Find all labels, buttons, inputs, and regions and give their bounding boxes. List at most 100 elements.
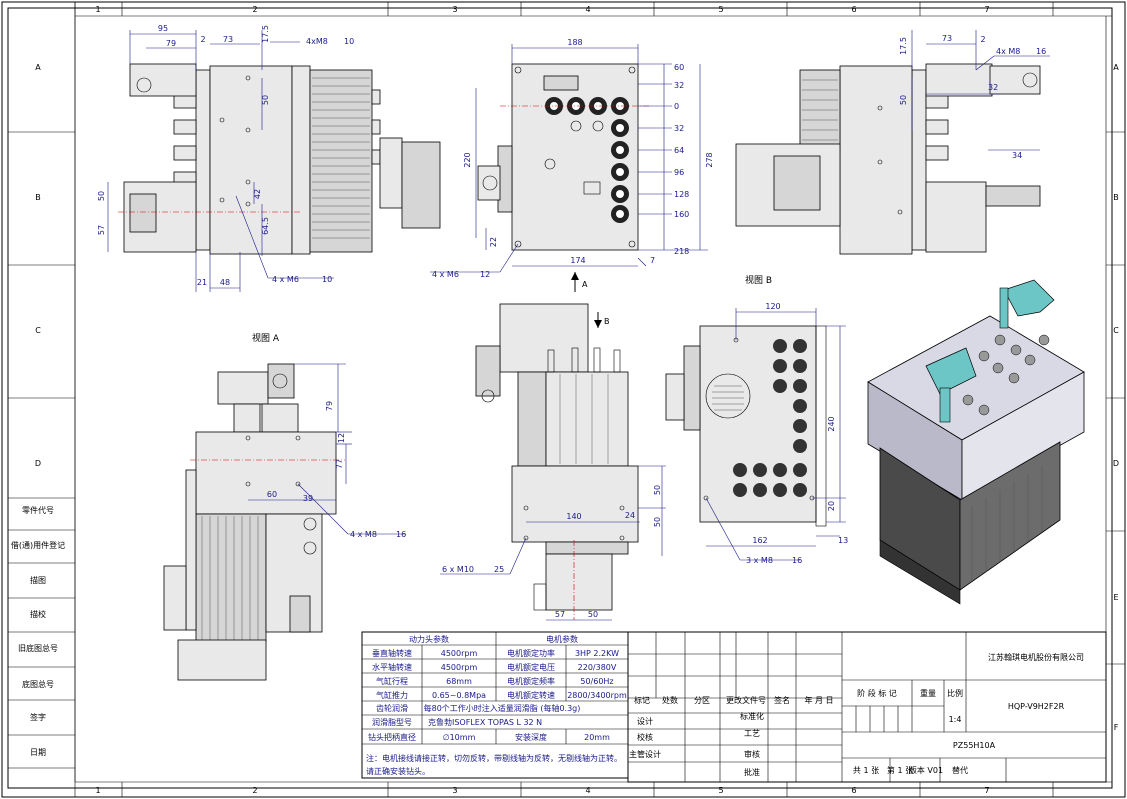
- dim-96: 96: [674, 168, 684, 177]
- tb-hdr-mark: 标记: [634, 695, 650, 705]
- param-grease-key: 润滑脂型号: [372, 717, 412, 727]
- dim-a-12: 12: [337, 433, 346, 443]
- param-row-2-motor-value: 50/60Hz: [580, 677, 613, 686]
- dim-f-50-a: 50: [653, 485, 662, 495]
- strip-trace-check: 描校: [30, 609, 46, 619]
- dim-b-162: 162: [752, 536, 767, 545]
- param-gear-value: 每80个工作小时注入适量润滑脂 (每轴0.3g): [424, 703, 581, 713]
- side-view-right-dims: 17.5 73 2 4x M8 16 32 50 34: [899, 30, 1050, 160]
- arrow-b-letter: B: [604, 317, 610, 326]
- tb-sheet-total: 共 1 张: [853, 766, 879, 775]
- view-a-drawing: [163, 363, 345, 681]
- param-row-2-head-key: 气缸行程: [376, 676, 408, 686]
- dim-73: 73: [223, 35, 233, 44]
- tb-stage-label: 阶 段 标 记: [857, 688, 897, 698]
- dim-r-4xm8: 4x M8: [996, 47, 1020, 56]
- row-label-right-2: C: [1113, 326, 1119, 335]
- dim-f-57: 57: [555, 610, 565, 619]
- front-view-middle-dims: 50 24 50 140 6 x M10 25 57 50: [440, 465, 666, 621]
- param-row-1-head-value: 4500rpm: [441, 663, 478, 672]
- param-row-0-head-value: 4500rpm: [441, 649, 478, 658]
- dim-160: 160: [674, 210, 689, 219]
- dim-r-17-5: 17.5: [899, 37, 908, 55]
- param-row-2-motor-key: 电机额定频率: [507, 676, 555, 686]
- dim-f-6xm10-depth: 25: [494, 565, 504, 574]
- dim-f-50-b: 50: [653, 517, 662, 527]
- dim-32-b: 32: [674, 124, 684, 133]
- tb-role-standard: 标准化: [740, 711, 764, 721]
- param-motor-title: 电机参数: [546, 634, 578, 644]
- param-drill-value: ∅10mm: [443, 733, 476, 742]
- dim-21: 21: [197, 278, 207, 287]
- param-row-0-motor-value: 3HP 2.2KW: [575, 649, 619, 658]
- side-view-right: [735, 63, 1041, 255]
- dim-95: 95: [158, 24, 168, 33]
- dim-64: 64: [674, 146, 684, 155]
- row-label-right-4: E: [1113, 593, 1118, 602]
- dim-2: 2: [200, 35, 205, 44]
- tb-scale-value: 1:4: [949, 715, 962, 724]
- param-depth-value: 20mm: [584, 733, 610, 742]
- column-label-bottom-6: 7: [984, 786, 989, 795]
- dim-220: 220: [463, 152, 472, 167]
- dim-b-3xm8: 3 x M8: [746, 556, 773, 565]
- dim-b-20: 20: [827, 501, 836, 511]
- title-block: 标记 处数 分区 更改文件号 签名 年 月 日 设计 校核 主管设计 标准化 工…: [627, 631, 1107, 783]
- column-label-top-1: 2: [252, 5, 257, 14]
- dim-f-24: 24: [625, 511, 635, 520]
- param-gear-key: 齿轮润滑: [376, 703, 408, 713]
- param-row-0-motor-key: 电机额定功率: [507, 648, 555, 658]
- param-row-3-head-value: 0.65~0.8Mpa: [432, 691, 486, 700]
- param-drill-key: 钻头把柄直径: [368, 732, 416, 742]
- dim-57: 57: [97, 225, 106, 235]
- tb-version: 版本 V01: [909, 765, 943, 775]
- dim-a-4xm8: 4 x M8: [350, 530, 377, 539]
- tb-hdr-zone: 分区: [694, 696, 710, 705]
- view-a-label: 视图 A: [252, 332, 280, 344]
- dim-r-50: 50: [899, 95, 908, 105]
- dim-22: 22: [489, 237, 498, 247]
- dim-f-140: 140: [566, 512, 581, 521]
- column-label-top-6: 7: [984, 5, 989, 14]
- column-label-bottom-4: 5: [718, 786, 723, 795]
- dim-4xm6-mid: 4 x M6: [432, 270, 459, 279]
- param-row-0-head-key: 垂直轴转速: [372, 648, 412, 658]
- dim-f-6xm10: 6 x M10: [442, 565, 474, 574]
- dim-50-b: 50: [97, 191, 106, 201]
- param-depth-key: 安装深度: [515, 732, 547, 742]
- dim-7: 7: [650, 256, 655, 265]
- dim-4xm6-mid-depth: 12: [480, 270, 490, 279]
- tb-role-approve: 批准: [744, 767, 760, 777]
- dim-50-a: 50: [261, 95, 270, 105]
- left-register-strip: 零件代号 借(通)用件登记 描图 描校 旧底图总号 底图总号 签字 日期: [8, 131, 75, 769]
- row-label-right-3: D: [1113, 459, 1119, 468]
- arrow-a-marker: A: [571, 272, 588, 292]
- dim-48: 48: [220, 278, 230, 287]
- view-b-drawing: [665, 325, 827, 527]
- dim-174: 174: [570, 256, 585, 265]
- row-label-left-3: D: [35, 459, 41, 468]
- dim-4xm8: 4xM8: [306, 37, 328, 46]
- dim-4xm6-left: 4 x M6: [272, 275, 299, 284]
- dim-r-32: 32: [988, 83, 998, 92]
- side-view-left-dims: 95 79 2 73 17.5 4xM8 10 50 50 42 64.5 57…: [97, 24, 354, 292]
- strip-master-no: 底图总号: [22, 679, 54, 689]
- tb-model: PZ55H10A: [953, 741, 996, 750]
- row-label-right-5: F: [1114, 723, 1119, 732]
- column-label-top-2: 3: [452, 5, 457, 14]
- arrow-b-marker: B: [594, 312, 610, 328]
- column-label-bottom-2: 3: [452, 786, 457, 795]
- dim-a-77: 77: [335, 459, 344, 469]
- param-row-3-head-key: 气缸推力: [376, 690, 408, 700]
- dim-128: 128: [674, 190, 689, 199]
- strip-date: 日期: [30, 748, 46, 757]
- row-label-left-1: B: [35, 193, 41, 202]
- dim-r-73: 73: [942, 34, 952, 43]
- dim-a-60: 60: [267, 490, 277, 499]
- dim-f-50-c: 50: [588, 610, 598, 619]
- param-row-1-motor-value: 220/380V: [578, 663, 617, 672]
- strip-old-master-no: 旧底图总号: [18, 643, 58, 653]
- dim-b-3xm8-depth: 16: [792, 556, 802, 565]
